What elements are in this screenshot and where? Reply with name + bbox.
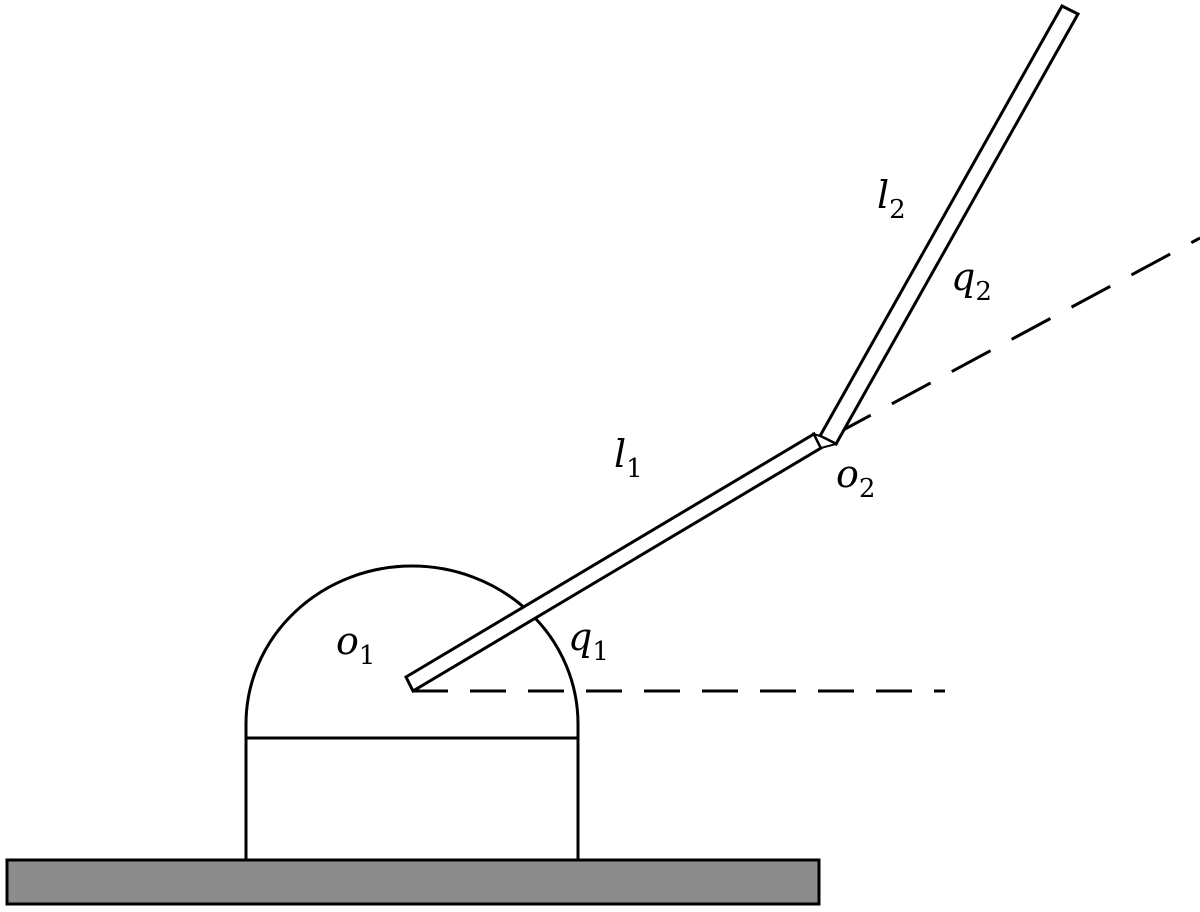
base-dome <box>244 564 580 740</box>
joint-o2 <box>812 432 839 450</box>
label-o1: o1 <box>336 619 375 671</box>
label-o2: o2 <box>836 452 875 504</box>
label-q2: q2 <box>951 255 992 307</box>
ground-base <box>5 858 821 906</box>
label-l2: l2 <box>877 173 906 225</box>
label-q1: q1 <box>568 615 609 667</box>
base-body <box>244 736 580 862</box>
link-2 <box>817 4 1081 446</box>
reference-line-2 <box>831 236 1200 438</box>
label-l1: l1 <box>614 432 643 484</box>
